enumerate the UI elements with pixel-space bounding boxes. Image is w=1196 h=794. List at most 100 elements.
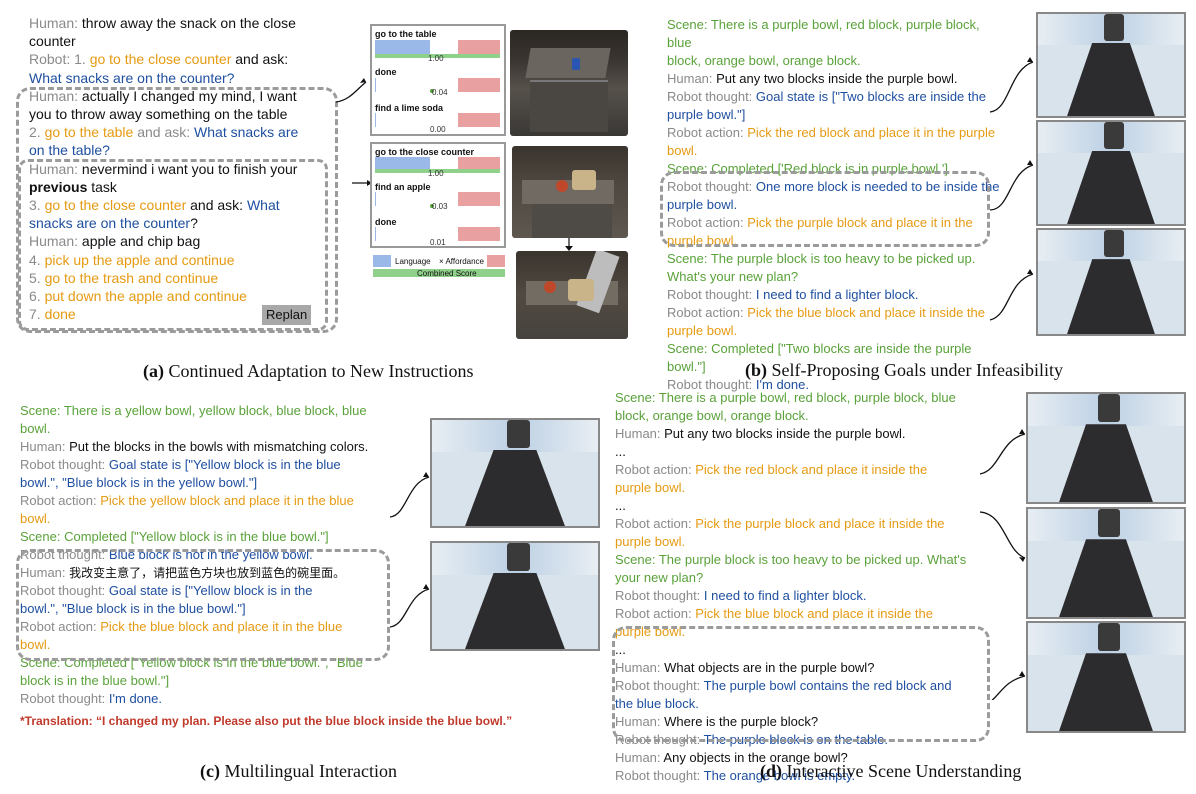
a-segment: put down the apple and continue	[44, 288, 247, 305]
d-segment: Human:	[615, 714, 665, 729]
d-segment: purple bowl.	[615, 480, 686, 495]
robot-photo-cabinet	[510, 30, 628, 136]
b-line: Human: Put any two blocks inside the pur…	[667, 70, 1007, 88]
b-line: Robot action: Pick the blue block and pl…	[667, 304, 1007, 322]
a-segment: 2.	[29, 124, 45, 141]
down-arrow	[565, 238, 573, 251]
d-segment: Human:	[615, 750, 664, 765]
score-value-1b: 0.04	[432, 88, 448, 97]
c-line: bowl.", "Blue block is in the yellow bow…	[20, 474, 400, 492]
affordance-bar	[458, 192, 500, 206]
a-segment: Human:	[29, 233, 82, 250]
b-segment: bowl."]	[667, 359, 706, 374]
d-line: Scene: There is a purple bowl, red block…	[615, 389, 995, 407]
a-segment: go to the close counter	[89, 51, 232, 68]
d-segment: The purple bowl contains the red block a…	[703, 678, 952, 693]
sim-render-c2	[430, 541, 600, 651]
c-segment: bowl.	[20, 511, 51, 526]
score-label-1a: go to the table	[375, 29, 437, 39]
sim-render-d2	[1026, 507, 1186, 619]
combined-dot	[430, 204, 434, 208]
d-segment: your new plan?	[615, 570, 704, 585]
d-segment: Put any two blocks inside the purple bow…	[664, 426, 906, 441]
a-line: 5. go to the trash and continue	[29, 269, 339, 287]
b-segment: purple bowl.	[667, 197, 738, 212]
d-segment: Human:	[615, 660, 665, 675]
language-bar	[375, 157, 430, 169]
b-segment: Put any two blocks inside the purple bow…	[716, 71, 958, 86]
b-line: bowl."]	[667, 358, 1007, 376]
d-line: Robot action: Pick the red block and pla…	[615, 461, 995, 479]
a-segment: apple and chip bag	[81, 233, 201, 250]
d-line: ...	[615, 443, 995, 461]
b-segment: Robot thought:	[667, 377, 756, 392]
caption-a: (a) Continued Adaptation to New Instruct…	[143, 362, 473, 380]
d-line: Human: Put any two blocks inside the pur…	[615, 425, 995, 443]
c-segment: Pick the blue block and place it in the …	[100, 619, 343, 634]
c-segment: Goal state is ["Yellow block is in the b…	[108, 457, 341, 472]
c-line: Robot thought: Goal state is ["Yellow bl…	[20, 456, 400, 474]
c-segment: Robot thought:	[20, 457, 109, 472]
d-line: Human: What objects are in the purple bo…	[615, 659, 995, 677]
c-line: Robot action: Pick the yellow block and …	[20, 492, 400, 510]
a-segment: task	[87, 178, 117, 195]
b-segment: One more block is needed to be inside th…	[755, 179, 1000, 194]
language-bar	[375, 113, 376, 127]
score-label-1b: done	[375, 67, 397, 77]
a-segment: 7.	[29, 306, 45, 323]
language-bar	[375, 192, 376, 206]
b-segment: Robot thought:	[667, 89, 756, 104]
d-line: block, orange bowl, orange block.	[615, 407, 995, 425]
d-segment: block, orange bowl, orange block.	[615, 408, 809, 423]
a-line: Human: apple and chip bag	[29, 232, 339, 250]
d-segment: The orange bowl is empty.	[703, 768, 856, 783]
affordance-bar	[458, 113, 500, 127]
a-segment: What snacks are	[194, 124, 299, 141]
panel-c-arrows	[389, 472, 430, 628]
c-line: Robot thought: I'm done.	[20, 690, 400, 708]
a-line: 2. go to the table and ask: What snacks …	[29, 123, 339, 141]
legend-combined-label: Combined Score	[417, 269, 477, 278]
a-segment: Human:	[29, 87, 82, 104]
d-segment: the blue block.	[615, 696, 699, 711]
d-segment: purple bowl.	[615, 534, 686, 549]
b-line: purple bowl.	[667, 196, 1007, 214]
score-label-2b: find an apple	[375, 182, 431, 192]
affordance-bar	[458, 227, 500, 241]
c-segment: Scene: There is a yellow bowl, yellow bl…	[20, 403, 367, 418]
sim-render-b3	[1036, 228, 1186, 336]
a-segment: go to the table	[44, 124, 134, 141]
b-line: Scene: The purple block is too heavy to …	[667, 250, 1007, 268]
legend-combined-bar	[373, 269, 505, 277]
d-segment: Robot thought:	[615, 588, 704, 603]
a-line: 4. pick up the apple and continue	[29, 251, 339, 269]
affordance-bar	[458, 40, 500, 54]
score-value-1c: 0.00	[430, 125, 446, 134]
score-value-2a: 1.00	[428, 169, 444, 178]
a-segment: go to the trash and continue	[44, 269, 219, 286]
d-line: Human: Where is the purple block?	[615, 713, 995, 731]
a-line: Robot: 1. go to the close counter and as…	[29, 50, 339, 68]
legend-affordance-swatch	[487, 255, 505, 267]
replan-button[interactable]: Replan	[262, 305, 312, 325]
sim-render-d1	[1026, 392, 1186, 504]
score-legend: Language × Affordance Combined Score	[373, 255, 505, 278]
a-segment: throw away the snack on the close	[81, 15, 296, 31]
d-line: purple bowl.	[615, 479, 995, 497]
d-segment: Robot action:	[615, 516, 696, 531]
panel-a-arrows	[335, 78, 372, 186]
c-segment: Robot thought:	[20, 691, 109, 706]
sim-render-b1	[1036, 12, 1186, 118]
panel-d-arrows	[979, 429, 1026, 700]
d-segment: Robot thought:	[615, 768, 704, 783]
b-line: Scene: There is a purple bowl, red block…	[667, 16, 1007, 52]
legend-language-swatch	[373, 255, 391, 267]
score-label-2c: done	[375, 217, 397, 227]
score-value-2c: 0.01	[430, 238, 446, 247]
d-segment: I need to find a lighter block.	[703, 588, 867, 603]
sim-render-b2	[1036, 120, 1186, 226]
a-segment: done	[44, 306, 76, 323]
c-line: bowl.	[20, 510, 400, 528]
a-line: Human: throw away the snack on the close	[29, 14, 339, 32]
a-segment: actually I changed my mind, I want	[81, 87, 297, 104]
